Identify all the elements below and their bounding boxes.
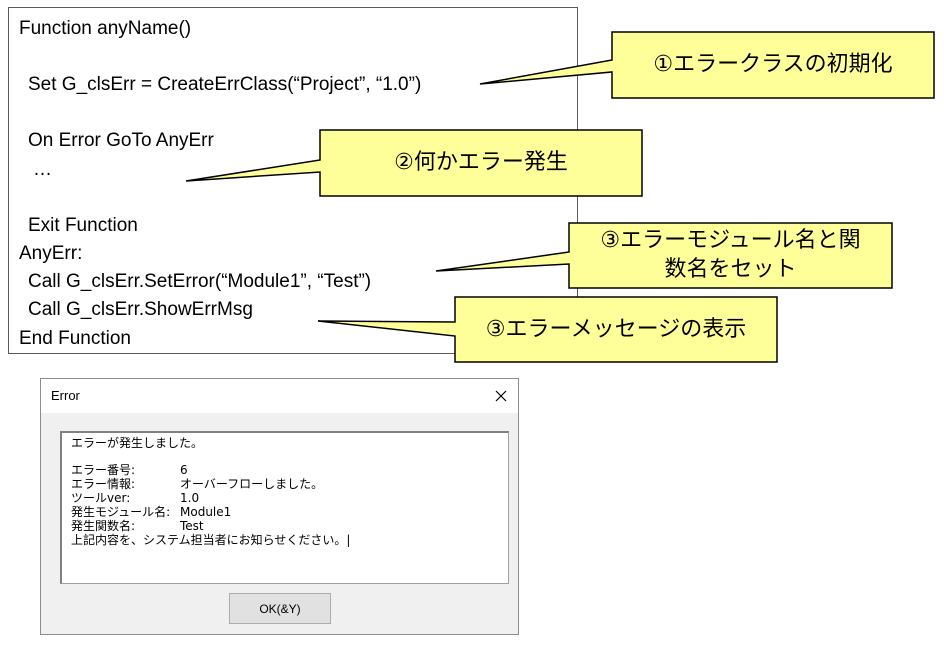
error-dialog: Error エラーが発生しました。 エラー番号: 6 エラー情報: オーバーフロ… [40,378,519,635]
close-icon [495,390,507,402]
message-row-value: Test [180,519,204,533]
code-line: On Error GoTo AnyErr [28,130,214,151]
message-row-label: エラー番号: [71,463,136,477]
code-line: Call G_clsErr.ShowErrMsg [28,299,253,320]
message-row-label: 発生モジュール名: [71,505,171,519]
code-line: AnyErr: [19,243,83,264]
message-header: エラーが発生しました。 [71,436,204,450]
callout-show-msg-label: ③エラーメッセージの表示 [485,317,747,342]
message-row-value: 6 [180,463,188,477]
callout-set-names-label: 数名をセット [664,257,797,282]
message-row-label: 発生関数名: [71,519,136,533]
code-line: Set G_clsErr = CreateErrClass(“Project”,… [28,74,422,95]
code-line: Function anyName() [19,18,192,39]
message-row-value: Module1 [180,505,232,519]
code-line: Call G_clsErr.SetError(“Module1”, “Test”… [28,271,372,292]
message-textbox[interactable]: エラーが発生しました。 エラー番号: 6 エラー情報: オーバーフローしました。… [60,431,509,584]
ok-button[interactable]: OK(&Y) [229,593,331,624]
message-row-value: 1.0 [180,491,200,505]
close-button[interactable] [484,379,518,413]
callout-set-names-label: ③エラーモジュール名と関 [600,228,861,253]
code-line: … [33,159,52,180]
message-footer: 上記内容を、システム担当者にお知らせください。| [71,533,351,547]
dialog-title: Error [51,388,80,403]
callout-error-occurs-label: ②何かエラー発生 [394,150,568,175]
code-line: Exit Function [28,215,138,236]
code-panel: Function anyName() Set G_clsErr = Create… [8,7,578,354]
message-row-label: ツールver: [71,491,131,505]
message-row-label: エラー情報: [71,477,136,491]
callout-init-label: ①エラークラスの初期化 [653,52,893,77]
dialog-titlebar[interactable]: Error [41,379,518,413]
message-row-value: オーバーフローしました。 [180,477,324,491]
code-line: End Function [19,328,131,349]
